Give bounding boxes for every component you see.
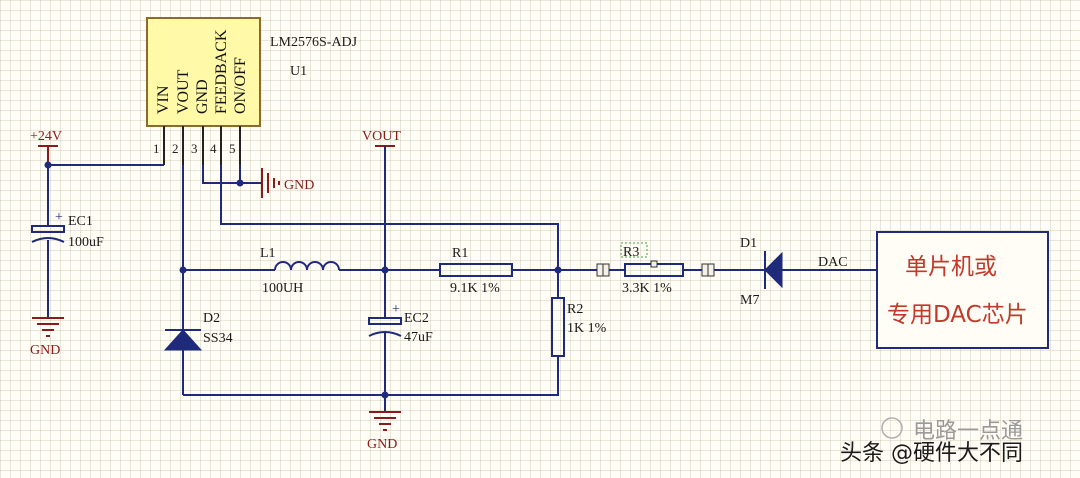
- vout-power-label: VOUT: [362, 129, 401, 144]
- u1-ref-label: U1: [290, 64, 307, 79]
- wire-feedback: [220, 165, 559, 270]
- r3-value-label: 3.3K 1%: [622, 281, 672, 296]
- u1-pin-feedback-name: FEEDBACK: [213, 29, 230, 114]
- gnd-ec2-symbol: [369, 411, 401, 431]
- v24-power-label: +24V: [30, 129, 62, 144]
- wire-u1-gnd: [202, 165, 262, 184]
- l1-inductor: [183, 261, 385, 271]
- r1-resistor: [385, 263, 558, 277]
- wire-gnd-rail: [183, 356, 559, 396]
- ec2-ref-label: EC2: [404, 311, 429, 326]
- ec2-capacitor: [368, 317, 402, 412]
- d1-value-label: M7: [740, 293, 759, 308]
- dac-net-label: DAC: [818, 255, 848, 270]
- r2-resistor: [551, 270, 565, 357]
- d1-diode: [764, 251, 877, 289]
- l1-ref-label: L1: [260, 246, 276, 261]
- r2-ref-label: R2: [567, 302, 583, 317]
- u1-pin-vin-name: VIN: [155, 85, 172, 114]
- input-section: +24V + EC1 100uF GND: [30, 129, 164, 358]
- watermark: 电路一点通 头条 @硬件大不同: [840, 417, 1023, 466]
- u1-pin-gnd-name: GND: [194, 79, 211, 114]
- watermark-line1: 电路一点通: [913, 419, 1023, 444]
- ec2-polarity-plus: +: [392, 302, 400, 317]
- mcu-dac-box: 单片机或 专用DAC芯片: [876, 231, 1049, 349]
- d1-ref-label: D1: [740, 236, 757, 251]
- u1-pin-onoff-name: ON/OFF: [232, 57, 249, 114]
- r3-resistor: [558, 242, 765, 277]
- ec1-ref-label: EC1: [68, 214, 93, 229]
- u1-pin4-number: 4: [210, 141, 217, 156]
- mcu-box-line1: 单片机或: [905, 254, 997, 280]
- junction-onoff-gnd: [236, 179, 244, 187]
- ec2-value-label: 47uF: [404, 330, 433, 345]
- u1-pin-vout-name: VOUT: [175, 69, 192, 114]
- gnd-u1-symbol: [261, 168, 280, 198]
- r3-ref-label: R3: [623, 245, 639, 260]
- u1-regulator: VIN VOUT GND FEEDBACK ON/OFF 1 2 3 4 5 L…: [146, 17, 358, 165]
- ec1-plate-bottom: [31, 237, 65, 243]
- l1-value-label: 100UH: [262, 281, 303, 296]
- u1-pin2-number: 2: [172, 141, 179, 156]
- r1-value-label: 9.1K 1%: [450, 281, 500, 296]
- gnd-ec1-symbol: [32, 317, 64, 337]
- d2-value-label: SS34: [203, 331, 233, 346]
- gnd-u1-label: GND: [284, 178, 314, 193]
- r1-ref-label: R1: [452, 246, 468, 261]
- gnd-ec1-label: GND: [30, 343, 60, 358]
- u1-pin3-number: 3: [191, 141, 198, 156]
- d2-diode: [163, 270, 203, 395]
- u1-gnd-section: GND: [202, 165, 314, 198]
- r2-value-label: 1K 1%: [567, 321, 607, 336]
- u1-part-label: LM2576S-ADJ: [270, 35, 358, 50]
- gnd-ec2-label: GND: [367, 437, 397, 452]
- watermark-logo-icon: [881, 417, 903, 439]
- watermark-line2: 头条 @硬件大不同: [840, 441, 1023, 466]
- u1-pin1-number: 1: [153, 141, 160, 156]
- ec1-polarity-plus: +: [55, 210, 63, 225]
- d2-ref-label: D2: [203, 311, 220, 326]
- u1-pin5-number: 5: [229, 141, 236, 156]
- mcu-box-line2: 专用DAC芯片: [887, 302, 1028, 328]
- u1-body: [146, 17, 261, 127]
- ec1-value-label: 100uF: [68, 235, 104, 250]
- ec1-plate-top: [31, 225, 65, 233]
